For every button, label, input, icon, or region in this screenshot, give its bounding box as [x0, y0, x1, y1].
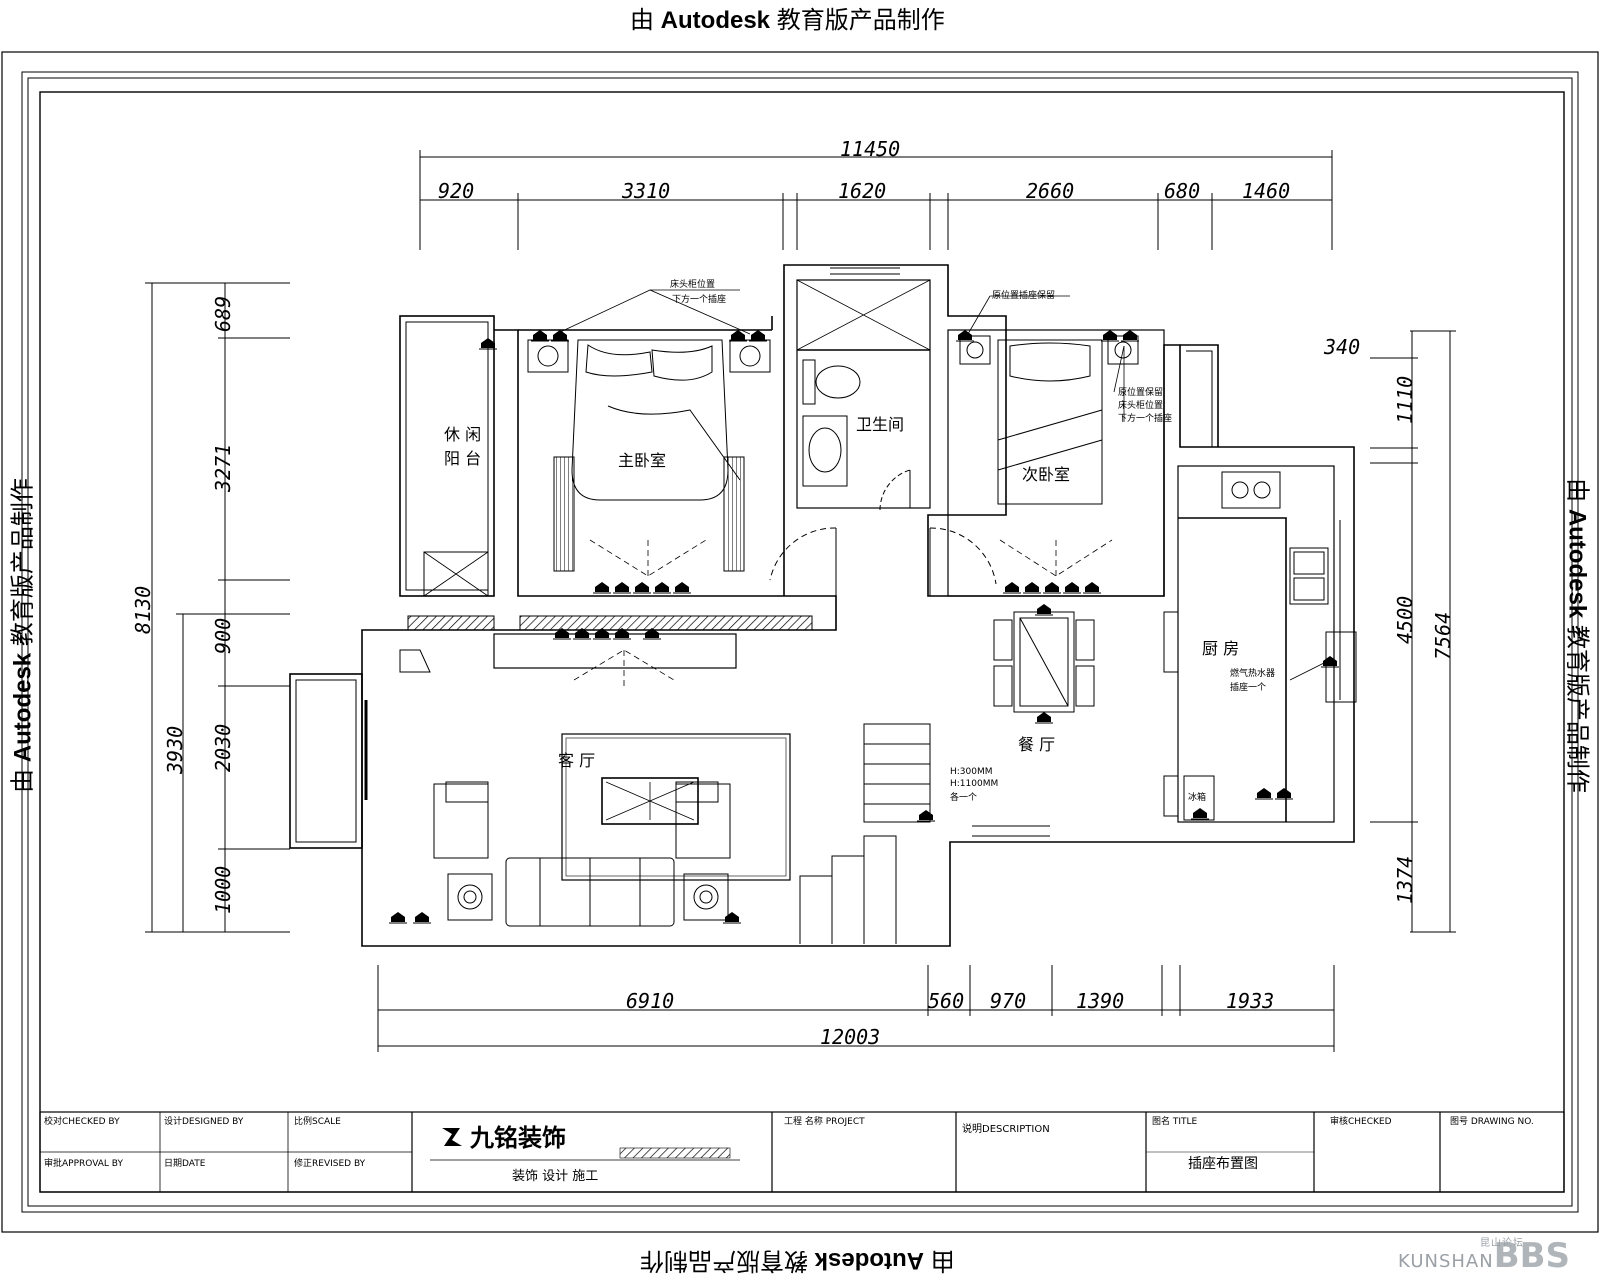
- dim-top-1: 3310: [621, 179, 670, 203]
- room-balcony-line2: 阳 台: [444, 449, 481, 468]
- dim-top-4: 680: [1164, 179, 1200, 203]
- light-fans: [573, 539, 1113, 690]
- dimension-left: [145, 282, 290, 933]
- dim-right-3: 1374: [1393, 856, 1417, 904]
- dim-right-0: 340: [1323, 335, 1360, 359]
- dim-right-1: 1110: [1393, 376, 1417, 424]
- note-second-bed-a: 原位置保留: [1118, 386, 1163, 398]
- tb-company-sub: 装饰 设计 施工: [512, 1169, 598, 1184]
- dim-left-lower-0: 900: [211, 618, 235, 654]
- annotations: 床头柜位置 下方一个插座 原位置插座保留 原位置保留 床头柜位置 下方一个插座 …: [670, 278, 1275, 803]
- second-bed: [959, 335, 1139, 505]
- tb-approved: 审批APPROVAL BY: [44, 1157, 123, 1169]
- note-second-bed-c: 下方一个插座: [1118, 412, 1172, 424]
- dimension-top: [419, 150, 1333, 250]
- tb-company: 九铭装饰: [469, 1124, 566, 1152]
- title-block-text: 校对CHECKED BY 设计DESIGNED BY 比例SCALE 审批APP…: [44, 1115, 1534, 1184]
- watermark-top: 由 Autodesk 教育版产品制作: [630, 7, 945, 34]
- tb-revision: 修正REVISED BY: [294, 1157, 366, 1169]
- dim-bottom-2: 970: [990, 989, 1026, 1013]
- tb-description: 说明DESCRIPTION: [962, 1122, 1050, 1135]
- dim-left-lower-1: 2030: [211, 724, 235, 772]
- dim-left-upper-0: 689: [211, 296, 235, 332]
- dim-top-3: 2660: [1026, 179, 1074, 203]
- note-kitchen-2: 插座一个: [1230, 681, 1266, 693]
- note-kitchen-1: 燃气热水器: [1230, 667, 1275, 679]
- tb-title-label: 图名 TITLE: [1152, 1115, 1198, 1127]
- stairs: [799, 723, 931, 944]
- note-fridge: 冰箱: [1188, 791, 1206, 803]
- room-living-room: 客 厅: [558, 751, 595, 770]
- bathroom-fixtures: [802, 359, 861, 487]
- dim-top-0: 920: [438, 179, 474, 203]
- living-room-furniture: [399, 633, 791, 927]
- tb-checked2: 审核CHECKED: [1330, 1115, 1392, 1127]
- note-stair-h1: H:300MM: [950, 767, 993, 777]
- dim-bottom-total: 12003: [820, 1025, 880, 1049]
- dim-left-upper-1: 3271: [211, 444, 235, 493]
- room-bathroom: 卫生间: [856, 415, 904, 434]
- dim-right-2: 4500: [1393, 596, 1417, 644]
- note-second-bed-b: 床头柜位置: [1118, 399, 1163, 411]
- room-balcony-line1: 休 闲: [444, 425, 481, 444]
- note-second-bed-top: 原位置插座保留: [992, 289, 1055, 301]
- logo-forum: 昆山论坛: [1480, 1238, 1524, 1249]
- kunshan-bbs-logo: KUNSHANBBS 昆山论坛: [1398, 1236, 1570, 1276]
- dim-bottom-4: 1933: [1226, 989, 1274, 1013]
- dimension-right: [1370, 330, 1456, 933]
- room-master-bedroom: 主卧室: [618, 451, 666, 470]
- walls: [289, 264, 1355, 947]
- note-master-bed-1: 床头柜位置: [670, 278, 715, 290]
- dim-top-2: 1620: [838, 179, 886, 203]
- kitchen-appliances: [1163, 471, 1357, 821]
- room-kitchen: 厨 房: [1202, 639, 1239, 658]
- note-stair-h2: H:1100MM: [950, 779, 998, 789]
- tb-designed: 设计DESIGNED BY: [164, 1115, 244, 1127]
- room-second-bedroom: 次卧室: [1022, 465, 1070, 484]
- note-master-bed-2: 下方一个插座: [672, 293, 726, 305]
- master-bed: [527, 339, 771, 572]
- drawing-frame: [1, 51, 1599, 1233]
- dim-top-total: 11450: [840, 137, 900, 161]
- dim-left-lower-total: 3930: [163, 726, 187, 775]
- dim-right-total: 7564: [1431, 612, 1455, 660]
- dining-furniture: [993, 611, 1095, 713]
- tb-drawing-title: 插座布置图: [1188, 1156, 1258, 1172]
- tb-date: 日期DATE: [164, 1158, 206, 1169]
- dim-left-lower-2: 1000: [211, 866, 235, 914]
- note-stair-each: 各一个: [950, 791, 977, 803]
- dim-bottom-0: 6910: [626, 989, 674, 1013]
- doors: [769, 469, 997, 596]
- tb-project: 工程 名称 PROJECT: [784, 1115, 865, 1127]
- tb-checked: 校对CHECKED BY: [44, 1115, 120, 1127]
- logo-brand: BBS: [1493, 1236, 1571, 1276]
- dimension-bottom: [377, 965, 1335, 1052]
- dim-top-5: 1460: [1242, 179, 1290, 203]
- title-block: [39, 1111, 1565, 1193]
- logo-city: KUNSHAN: [1398, 1251, 1494, 1272]
- room-dining-room: 餐 厅: [1018, 735, 1055, 754]
- dim-bottom-1: 560: [928, 989, 964, 1013]
- room-labels: 休 闲 阳 台 主卧室 卫生间 次卧室 客 厅 餐 厅 厨 房: [444, 415, 1239, 770]
- tb-drawing-no: 图号 DRAWING NO.: [1450, 1116, 1534, 1127]
- dim-bottom-3: 1390: [1076, 989, 1124, 1013]
- dim-left-total: 8130: [131, 586, 155, 634]
- tb-scale: 比例SCALE: [294, 1115, 341, 1127]
- dimension-labels: 11450 920 3310 1620 2660 680 1460 6910 5…: [131, 137, 1455, 1049]
